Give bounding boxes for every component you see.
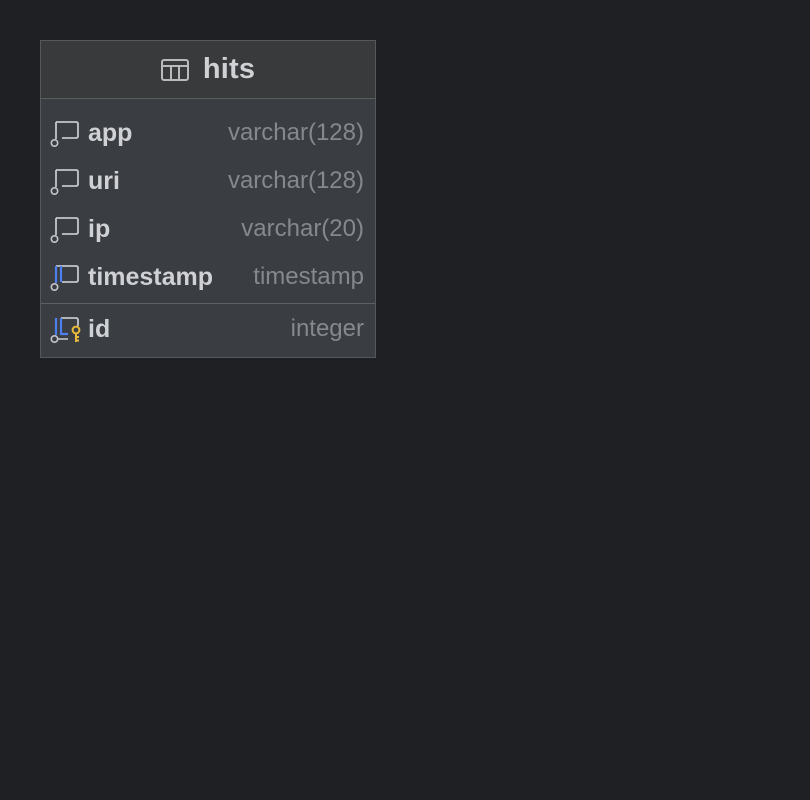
table-title: hits [202, 53, 256, 85]
column-type: timestamp [253, 263, 364, 290]
column-name: uri [88, 166, 120, 195]
column-icon [50, 215, 82, 243]
primary-key-column-icon [50, 315, 82, 343]
column-name: timestamp [88, 262, 214, 291]
column-type: integer [290, 315, 364, 342]
indexed-column-icon [50, 263, 82, 291]
table-icon [160, 58, 189, 82]
column-name: id [88, 314, 111, 343]
primary-key-list: id integer [41, 304, 375, 354]
column-icon [50, 167, 82, 195]
column-type: varchar(20) [241, 215, 364, 242]
column-row[interactable]: uri varchar(128) [41, 157, 375, 205]
column-row[interactable]: app varchar(128) [41, 109, 375, 157]
column-list: app varchar(128) uri varchar(128) [41, 99, 375, 301]
column-name: app [88, 118, 133, 147]
column-icon [50, 119, 82, 147]
table-node-hits[interactable]: hits app varchar(128) [40, 40, 376, 358]
column-name: ip [88, 214, 111, 243]
column-row[interactable]: ip varchar(20) [41, 205, 375, 253]
primary-key-row[interactable]: id integer [41, 304, 375, 354]
column-type: varchar(128) [227, 167, 364, 194]
table-header[interactable]: hits [41, 41, 375, 99]
column-row[interactable]: timestamp timestamp [41, 253, 375, 301]
primary-key-divider [41, 303, 375, 304]
column-type: varchar(128) [227, 119, 364, 146]
